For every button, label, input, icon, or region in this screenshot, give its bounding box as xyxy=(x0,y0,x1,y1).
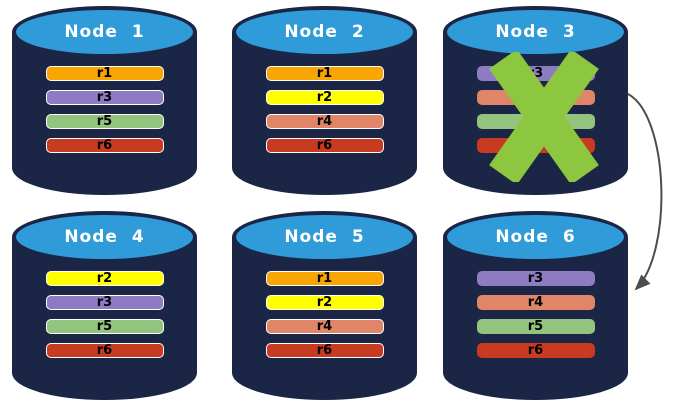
record-list: r3 r4 r5 r6 xyxy=(443,271,628,358)
record-bar-r3: r3 xyxy=(476,271,595,286)
record-label: r5 xyxy=(527,319,544,334)
record-list: r1 r3 r5 r6 xyxy=(12,66,197,153)
node-title: Node 1 xyxy=(64,22,145,42)
cylinder-top-ellipse: Node 1 xyxy=(12,6,197,58)
cylinder-body xyxy=(12,237,197,400)
node-4: Node 4 r2 r3 r5 r6 xyxy=(12,211,197,400)
record-label: r4 xyxy=(316,114,333,129)
record-bar-r4: r4 xyxy=(476,295,595,310)
record-label: r2 xyxy=(316,295,333,310)
record-label: r6 xyxy=(316,138,333,153)
record-bar-r2: r2 xyxy=(265,295,384,310)
record-bar-r2: r2 xyxy=(45,271,164,286)
failure-x-icon xyxy=(489,52,599,182)
record-label: r2 xyxy=(96,271,113,286)
cylinder-top-ellipse: Node 5 xyxy=(232,211,417,263)
node-6: Node 6 r3 r4 r5 r6 xyxy=(443,211,628,400)
record-bar-r5: r5 xyxy=(45,319,164,334)
record-label: r6 xyxy=(527,343,544,358)
record-label: r3 xyxy=(527,271,544,286)
record-bar-r3: r3 xyxy=(45,90,164,105)
record-label: r6 xyxy=(96,138,113,153)
record-label: r4 xyxy=(527,295,544,310)
record-label: r6 xyxy=(96,343,113,358)
node-1: Node 1 r1 r3 r5 r6 xyxy=(12,6,197,195)
record-label: r6 xyxy=(316,343,333,358)
record-bar-r1: r1 xyxy=(265,66,384,81)
record-label: r1 xyxy=(316,66,333,81)
record-bar-r1: r1 xyxy=(265,271,384,286)
node-title: Node 4 xyxy=(64,227,145,247)
record-bar-r5: r5 xyxy=(45,114,164,129)
record-bar-r2: r2 xyxy=(265,90,384,105)
record-label: r1 xyxy=(316,271,333,286)
record-bar-r6: r6 xyxy=(265,343,384,358)
node-2: Node 2 r1 r2 r4 r6 xyxy=(232,6,417,195)
record-bar-r1: r1 xyxy=(45,66,164,81)
node-3: Node 3 r3 r4 r5 r6 xyxy=(443,6,628,195)
cylinder-top-ellipse: Node 2 xyxy=(232,6,417,58)
record-list: r1 r2 r4 r6 xyxy=(232,66,417,153)
node-title: Node 2 xyxy=(284,22,365,42)
record-list: r1 r2 r4 r6 xyxy=(232,271,417,358)
record-label: r2 xyxy=(316,90,333,105)
record-label: r5 xyxy=(96,319,113,334)
cylinder-top-ellipse: Node 4 xyxy=(12,211,197,263)
record-label: r5 xyxy=(96,114,113,129)
record-list: r2 r3 r5 r6 xyxy=(12,271,197,358)
cylinder-top-ellipse: Node 3 xyxy=(443,6,628,58)
record-bar-r6: r6 xyxy=(45,138,164,153)
record-bar-r5: r5 xyxy=(476,319,595,334)
node-5: Node 5 r1 r2 r4 r6 xyxy=(232,211,417,400)
node-title: Node 3 xyxy=(495,22,576,42)
record-label: r3 xyxy=(96,90,113,105)
record-bar-r6: r6 xyxy=(45,343,164,358)
record-label: r4 xyxy=(316,319,333,334)
cylinder-body xyxy=(232,32,417,195)
record-bar-r4: r4 xyxy=(265,319,384,334)
record-label: r1 xyxy=(96,66,113,81)
cylinder-body xyxy=(232,237,417,400)
record-bar-r6: r6 xyxy=(265,138,384,153)
cylinder-body xyxy=(12,32,197,195)
record-bar-r4: r4 xyxy=(265,114,384,129)
cylinder-top-ellipse: Node 6 xyxy=(443,211,628,263)
node-title: Node 5 xyxy=(284,227,365,247)
record-label: r3 xyxy=(96,295,113,310)
cylinder-body xyxy=(443,237,628,400)
record-bar-r3: r3 xyxy=(45,295,164,310)
node-title: Node 6 xyxy=(495,227,576,247)
record-bar-r6: r6 xyxy=(476,343,595,358)
